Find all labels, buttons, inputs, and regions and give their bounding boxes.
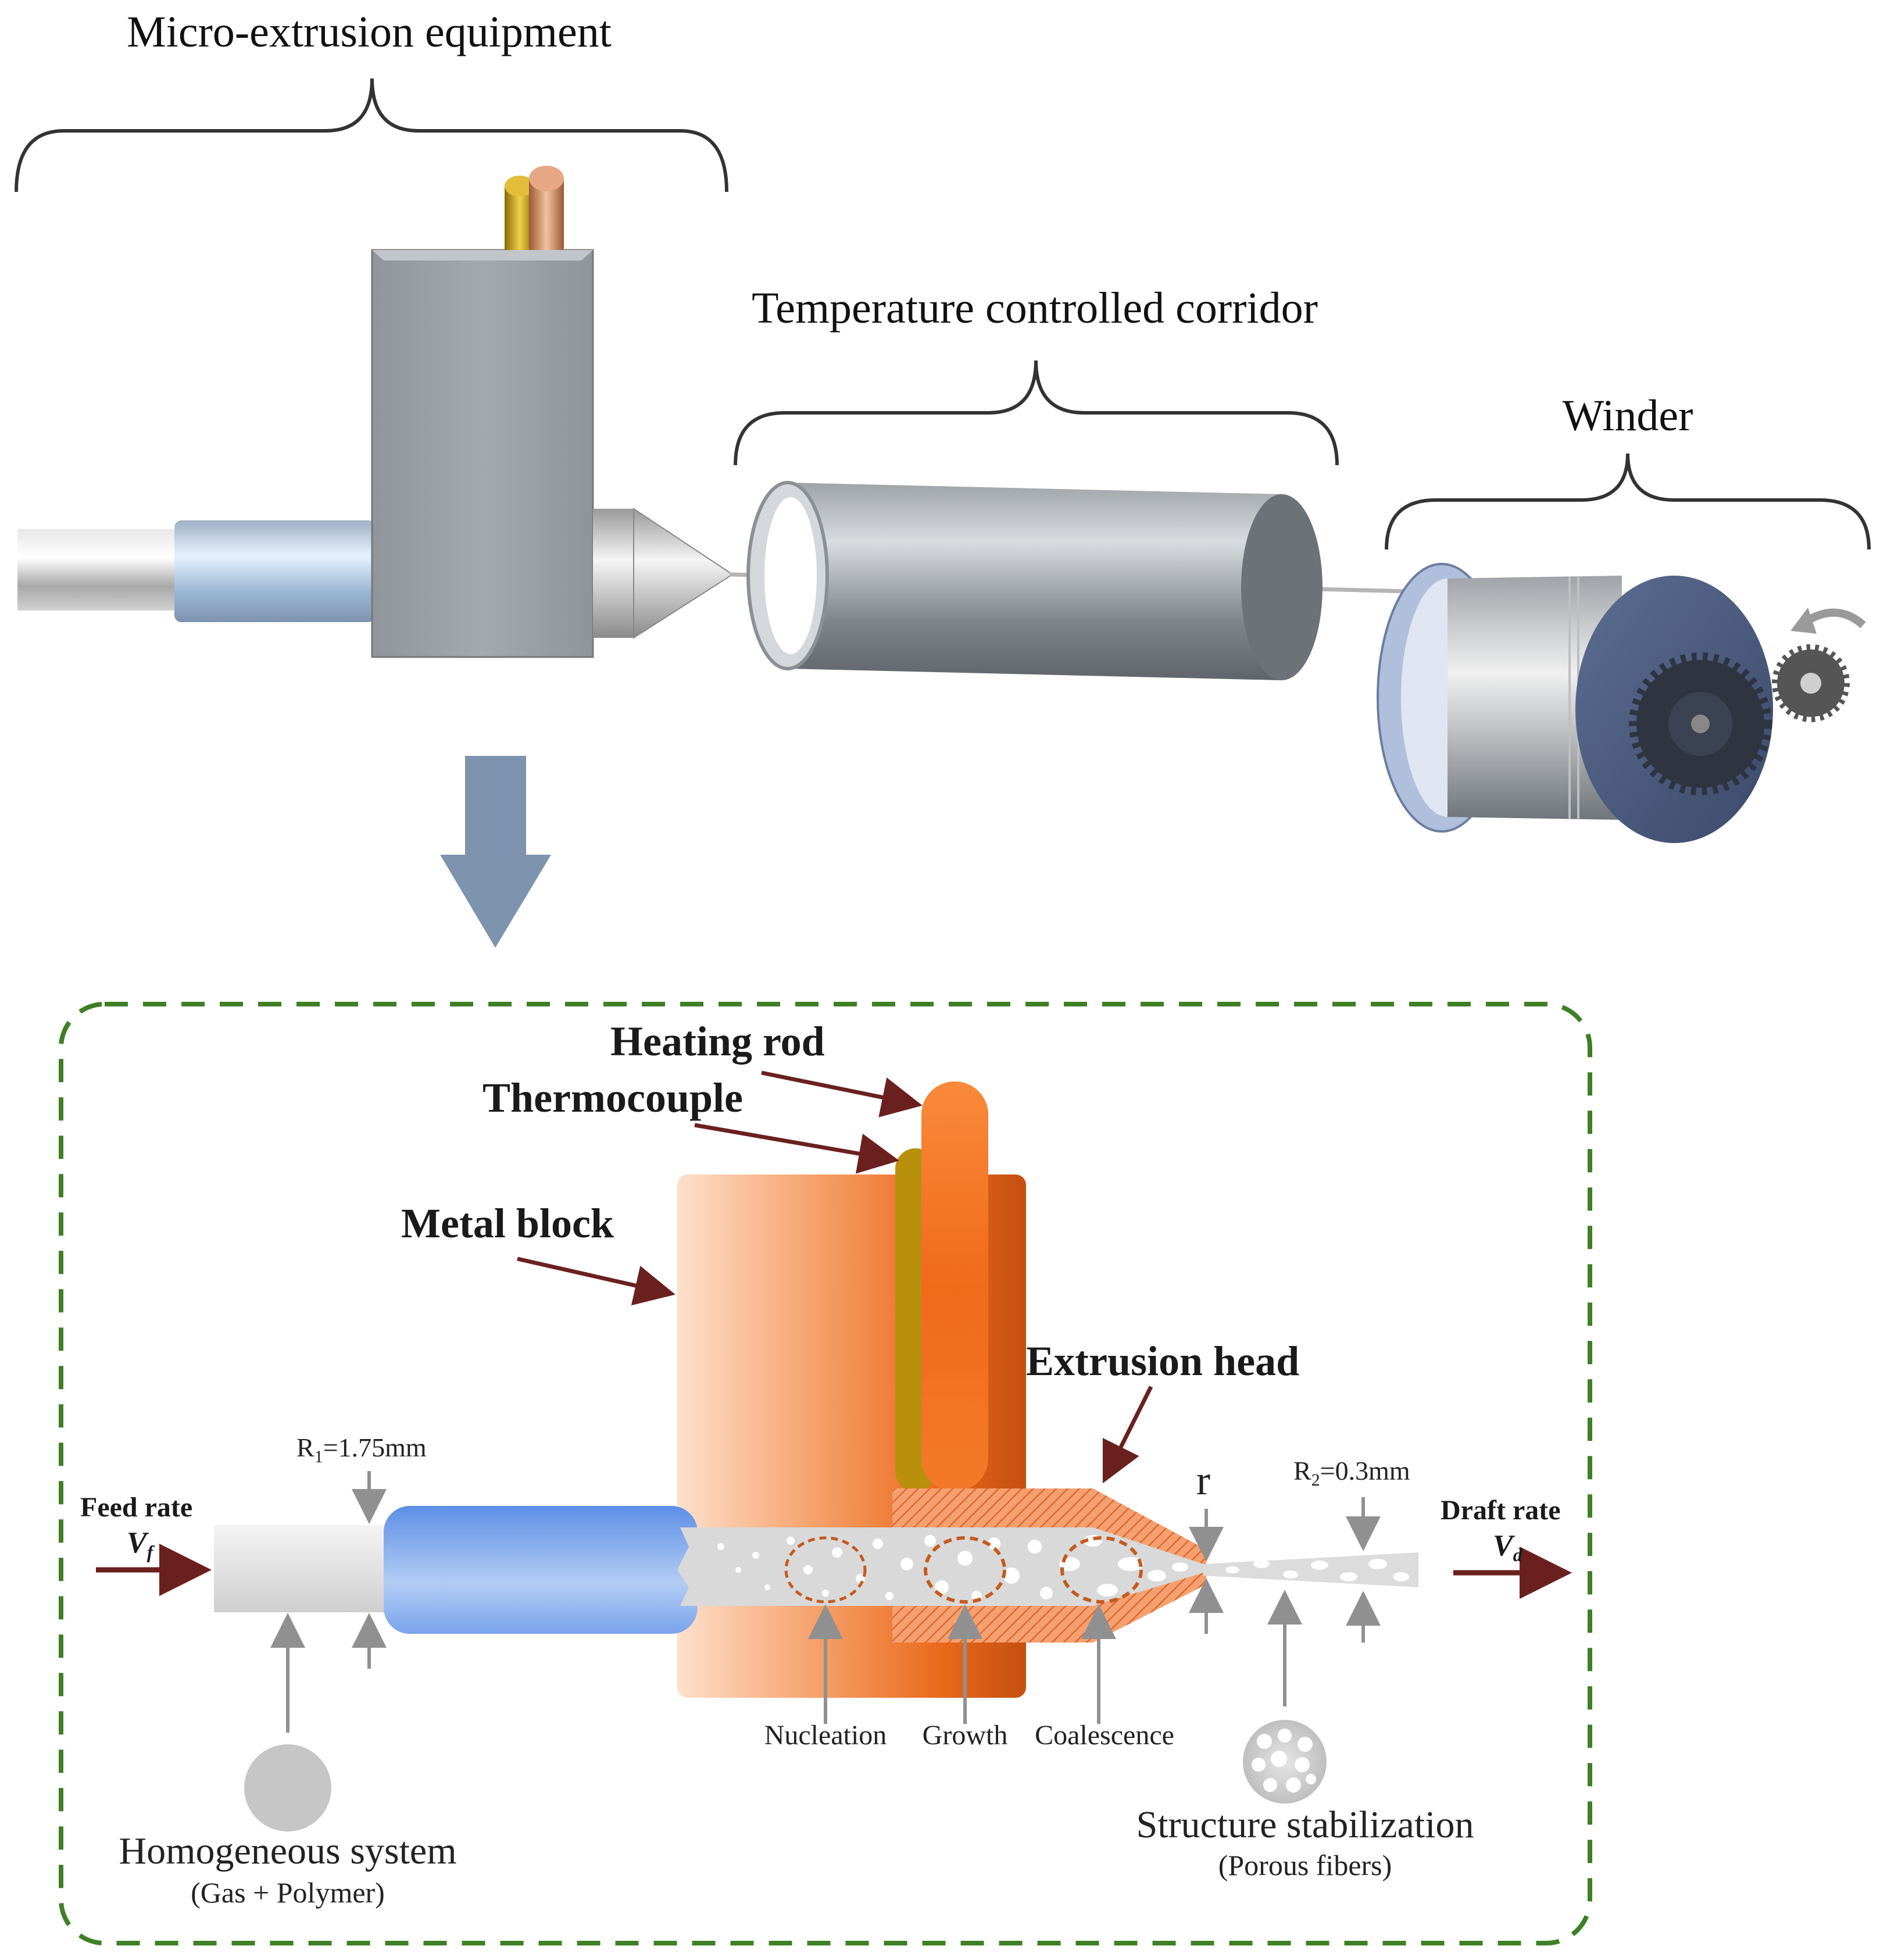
coalescence-label: Coalescence — [1035, 1720, 1174, 1751]
porous-label: (Porous fibers) — [1218, 1849, 1392, 1882]
bubbles — [717, 1535, 1188, 1601]
homogeneous-ball — [244, 1744, 331, 1832]
heater-pin-tip — [529, 166, 564, 191]
gas-polymer-label: (Gas + Polymer) — [191, 1876, 385, 1909]
winder-spool — [1377, 563, 1866, 843]
draft-var-symbol: V — [1493, 1529, 1516, 1562]
draft-rate-var: Vd — [1493, 1529, 1523, 1565]
down-arrow-head — [440, 855, 551, 948]
heating-rod — [921, 1081, 988, 1491]
feed-tube — [384, 1506, 698, 1634]
polymer-rod — [214, 1525, 388, 1612]
drive-gear-hub — [1800, 673, 1821, 694]
zoom-down-arrow — [440, 756, 551, 948]
nozzle-collar — [593, 509, 634, 638]
corridor-label: Temperature controlled corridor — [752, 284, 1318, 333]
nucleation-label: Nucleation — [764, 1720, 887, 1751]
rotation-arrowhead — [1790, 608, 1817, 634]
nozzle-cone — [633, 508, 734, 639]
thermocouple-pointer — [694, 1123, 899, 1174]
metal-block-label: Metal block — [401, 1200, 614, 1247]
r2-subscript: 2 — [1311, 1470, 1320, 1490]
r-label: r — [1196, 1457, 1210, 1504]
draft-rate-label: Draft rate — [1441, 1495, 1561, 1526]
heater-pin — [529, 177, 564, 250]
nucleation-ring — [784, 1536, 867, 1604]
down-arrow-shaft — [465, 756, 526, 858]
homogeneous-label: Homogeneous system — [119, 1830, 456, 1872]
winder-label: Winder — [1563, 391, 1693, 440]
feed-sleeve — [174, 520, 375, 622]
feed-rate-label: Feed rate — [80, 1492, 192, 1523]
thermocouple-label: Thermocouple — [482, 1074, 743, 1121]
winder-brace — [1385, 453, 1871, 550]
r2-label: R2=0.3mm — [1293, 1456, 1410, 1490]
heating-rod-pointer — [761, 1070, 923, 1118]
r1-subscript: 1 — [314, 1447, 323, 1466]
feed-rod — [17, 529, 192, 611]
corridor-tube — [788, 483, 1282, 680]
dimension-arrows — [270, 1471, 1381, 1733]
rotation-arrow — [1803, 608, 1866, 629]
detail-panel: Heating rod Thermocouple Metal block Ext… — [59, 1002, 1592, 1945]
r1-prefix: R — [296, 1433, 314, 1462]
growth-label: Growth — [923, 1720, 1008, 1751]
feed-rate-var: Vf — [127, 1526, 155, 1562]
fiber-pores — [1225, 1559, 1409, 1581]
extrusion-head-pointer — [1102, 1386, 1153, 1484]
top-apparatus: Micro-extrusion equipment Temperature co… — [15, 8, 1871, 948]
winder-gear-axle — [1691, 715, 1710, 733]
feed-var-subscript: f — [147, 1541, 155, 1562]
extrusion-head-label: Extrusion head — [1026, 1338, 1299, 1384]
extruder-block — [371, 249, 594, 658]
coalescence-ring — [1060, 1536, 1143, 1604]
growth-ring — [924, 1536, 1006, 1604]
corridor-brace — [734, 360, 1339, 466]
corridor-inner — [764, 497, 817, 654]
metal-block-pointer — [517, 1256, 675, 1306]
thermocouple-pin-tip — [505, 176, 535, 197]
r2-prefix: R — [1293, 1456, 1311, 1486]
r1-label: R1=1.75mm — [296, 1433, 427, 1466]
draft-var-subscript: d — [1513, 1544, 1523, 1565]
feed-var-symbol: V — [127, 1526, 149, 1559]
micro-extrusion-brace — [15, 78, 728, 192]
micro-extrusion-label: Micro-extrusion equipment — [127, 8, 612, 56]
structure-label: Structure stabilization — [1136, 1804, 1474, 1846]
porous-ball — [1243, 1720, 1327, 1804]
dashed-frame — [59, 1002, 1592, 1945]
r2-value: =0.3mm — [1320, 1456, 1410, 1486]
corridor-end — [1241, 494, 1323, 680]
extruder-block-top — [372, 250, 593, 260]
heating-rod-label: Heating rod — [610, 1018, 825, 1065]
r1-value: =1.75mm — [323, 1433, 427, 1462]
